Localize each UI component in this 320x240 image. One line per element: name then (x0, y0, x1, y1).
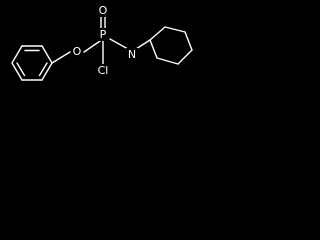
atom-labels: O P O N Cl (71, 4, 138, 77)
phenyl-bond-1 (11, 45, 23, 64)
cyclohexyl-bond-1 (149, 26, 166, 41)
bond-phosphorus-to-nitrogen (109, 38, 129, 50)
atom-label-chlorine: Cl (98, 64, 109, 77)
molecule-structure-diagram: O P O N Cl (11, 4, 193, 81)
atom-label-phosphorus: P (100, 28, 107, 41)
bond-nitrogen-to-cyclohexyl (135, 39, 151, 50)
phenyl-bond-4 (41, 62, 53, 81)
phenyl-bond-6 (11, 62, 23, 81)
bond-phenyl-to-oxygen (51, 51, 71, 64)
phenyl-double-bond-2 (38, 62, 48, 77)
cyclohexyl-bond-2 (164, 26, 186, 33)
cyclohexyl-bond-4 (177, 49, 193, 65)
cyclohexyl-ring (149, 26, 193, 65)
atom-label-oxygen-ether: O (73, 45, 82, 58)
phenyl-ring (11, 45, 53, 81)
bond-oxygen-to-phosphorus (83, 38, 104, 53)
atom-label-nitrogen: N (128, 48, 136, 61)
cyclohexyl-bond-6 (149, 39, 158, 59)
cyclohexyl-bond-5 (156, 57, 179, 65)
phenyl-bond-3 (41, 45, 53, 64)
phenyl-double-bond-3 (16, 62, 26, 77)
cyclohexyl-bond-3 (184, 31, 193, 51)
atom-label-oxygen-double: O (99, 4, 108, 17)
